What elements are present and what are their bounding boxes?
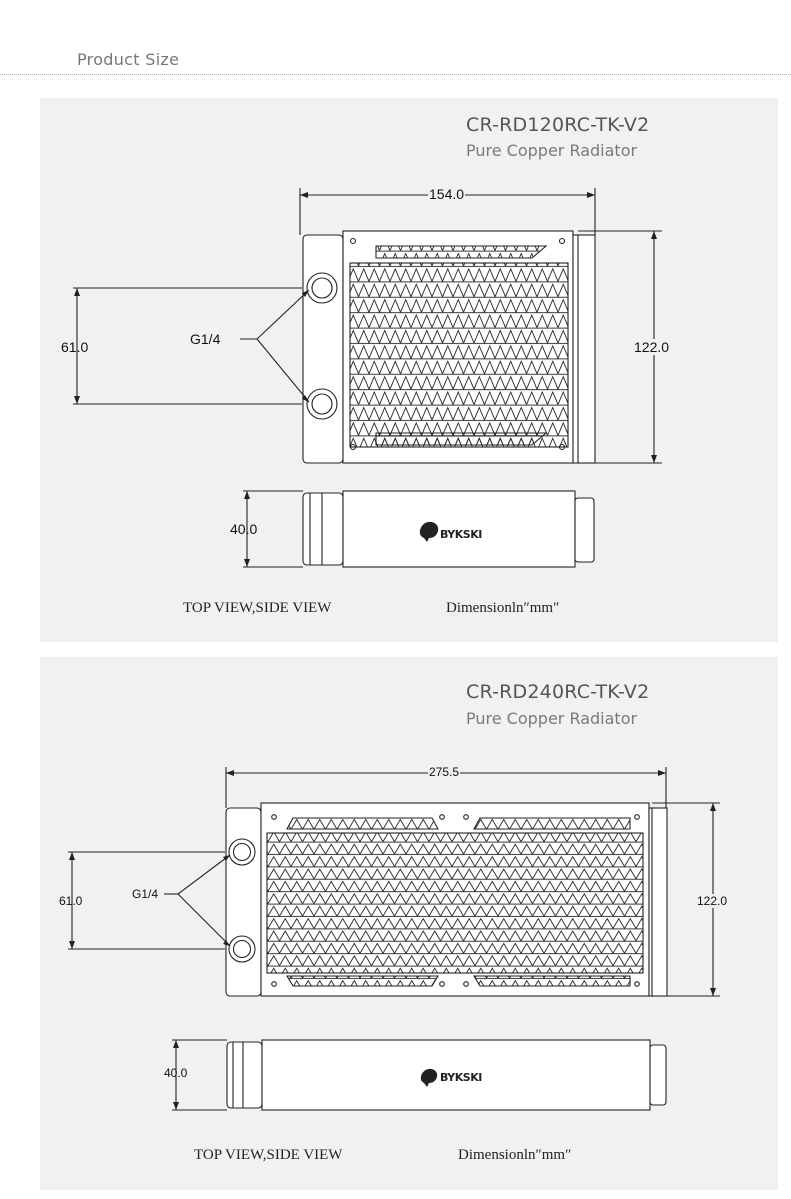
model-name: CR-RD120RC-TK-V2 bbox=[466, 114, 650, 136]
port-thread-label: G1/4 bbox=[190, 331, 221, 347]
height-dimension-label: 122.0 bbox=[633, 339, 671, 355]
page-title: Product Size bbox=[77, 50, 180, 69]
port-spacing-label: 61.0 bbox=[59, 894, 83, 908]
model-subtitle: Pure Copper Radiator bbox=[466, 141, 638, 160]
thickness-dimension-label: 40.0 bbox=[230, 521, 258, 537]
model-subtitle: Pure Copper Radiator bbox=[466, 709, 638, 728]
panel-120-radiator: CR-RD120RC-TK-V2 Pure Copper Radiator 15… bbox=[40, 98, 778, 642]
units-caption: Dimensionln″mm″ bbox=[446, 600, 560, 616]
brand-logo: BYKSKI bbox=[440, 528, 482, 541]
panel-240-radiator: CR-RD240RC-TK-V2 Pure Copper Radiator 27… bbox=[40, 657, 778, 1190]
port-thread-label: G1/4 bbox=[132, 887, 159, 901]
radiator-120-drawing bbox=[73, 188, 662, 568]
thickness-dimension-label: 40.0 bbox=[164, 1066, 188, 1080]
length-dimension-label: 154.0 bbox=[428, 186, 466, 202]
brand-logo-icon bbox=[419, 521, 439, 542]
units-caption: Dimensionln″mm″ bbox=[458, 1147, 572, 1163]
port-spacing-label: 61.0 bbox=[61, 339, 89, 355]
views-caption: TOP VIEW,SIDE VIEW bbox=[194, 1147, 343, 1163]
model-name: CR-RD240RC-TK-V2 bbox=[466, 681, 650, 703]
length-dimension-label: 275.5 bbox=[428, 765, 461, 779]
height-dimension-label: 122.0 bbox=[696, 894, 729, 908]
brand-logo-icon bbox=[420, 1068, 438, 1087]
views-caption: TOP VIEW,SIDE VIEW bbox=[183, 600, 332, 616]
radiator-240-drawing bbox=[68, 767, 720, 1111]
brand-logo: BYKSKI bbox=[440, 1071, 482, 1084]
header-divider bbox=[0, 74, 791, 75]
